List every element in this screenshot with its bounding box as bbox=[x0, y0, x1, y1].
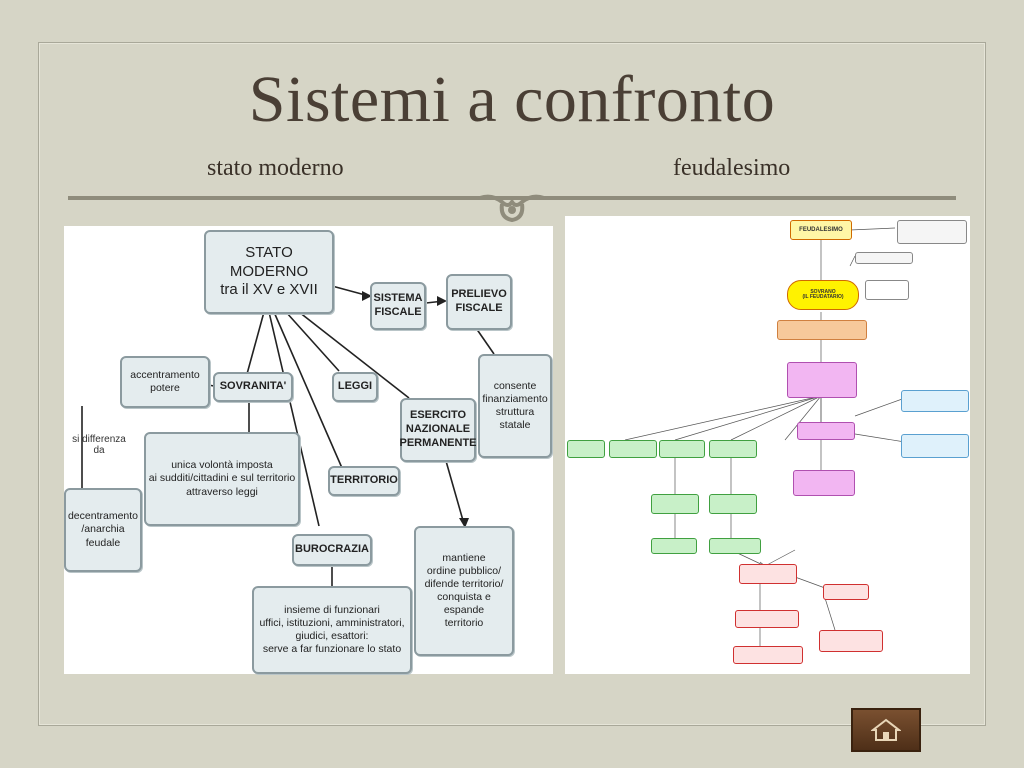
node-mantiene-ordine: mantiene ordine pubblico/ difende territ… bbox=[414, 526, 514, 656]
feudal-node bbox=[901, 390, 969, 412]
node-stato-moderno: STATO MODERNO tra il XV e XVII bbox=[204, 230, 334, 314]
feudal-node bbox=[739, 564, 797, 584]
node-unica-volonta: unica volontà imposta ai sudditi/cittadi… bbox=[144, 432, 300, 526]
feudal-node bbox=[777, 320, 867, 340]
feudal-node bbox=[733, 646, 803, 664]
home-icon bbox=[871, 718, 901, 741]
slide-title: Sistemi a confronto bbox=[248, 63, 776, 136]
feudal-node bbox=[735, 610, 799, 628]
node-decentramento: decentramento /anarchia feudale bbox=[64, 488, 142, 572]
home-button[interactable] bbox=[851, 708, 921, 752]
node-insieme-funzionari: insieme di funzionari uffici, istituzion… bbox=[252, 586, 412, 674]
slide-frame bbox=[38, 42, 986, 726]
link-label-si-differenzia: si differenza da bbox=[72, 434, 126, 456]
node-esercito: ESERCITO NAZIONALE PERMANENTE bbox=[400, 398, 477, 462]
node-accentramento-potere: accentramento potere bbox=[120, 356, 210, 408]
feudal-node bbox=[709, 440, 757, 458]
subtitle-stato-moderno: stato moderno bbox=[207, 155, 344, 181]
node-sovrano: SOVRANO (IL FEUDATARIO) bbox=[787, 280, 859, 310]
feudal-node bbox=[855, 252, 913, 264]
feudal-node bbox=[797, 422, 855, 440]
feudal-node bbox=[651, 494, 699, 514]
node-sovranita: SOVRANITA' bbox=[213, 372, 293, 402]
feudalesimo-concept-map: FEUDALESIMO SOVRANO (IL FEUDATARIO) bbox=[565, 216, 970, 674]
feudal-node bbox=[567, 440, 605, 458]
feudal-node bbox=[709, 494, 757, 514]
divider-ornament-icon bbox=[478, 194, 546, 223]
feudal-node bbox=[897, 220, 967, 244]
subtitle-feudalesimo: feudalesimo bbox=[673, 155, 791, 181]
feudal-node bbox=[659, 440, 705, 458]
stato-moderno-concept-map: STATO MODERNO tra il XV e XVII SISTEMA F… bbox=[64, 226, 553, 674]
feudal-node bbox=[651, 538, 697, 554]
node-sistema-fiscale: SISTEMA FISCALE bbox=[370, 282, 426, 330]
feudal-node bbox=[823, 584, 869, 600]
node-territorio: TERRITORIO bbox=[328, 466, 400, 496]
node-burocrazia: BUROCRAZIA bbox=[292, 534, 372, 566]
feudal-node bbox=[865, 280, 909, 300]
feudal-node bbox=[787, 362, 857, 398]
feudal-node bbox=[609, 440, 657, 458]
node-leggi: LEGGI bbox=[332, 372, 378, 402]
node-consente-finanziamento: consente finanziamento struttura statale bbox=[478, 354, 552, 458]
title-divider bbox=[68, 196, 956, 200]
feudal-node bbox=[901, 434, 969, 458]
feudal-node bbox=[793, 470, 855, 496]
feudal-node bbox=[819, 630, 883, 652]
node-prelievo-fiscale: PRELIEVO FISCALE bbox=[446, 274, 512, 330]
node-feudalesimo: FEUDALESIMO bbox=[790, 220, 852, 240]
feudal-node bbox=[709, 538, 761, 554]
